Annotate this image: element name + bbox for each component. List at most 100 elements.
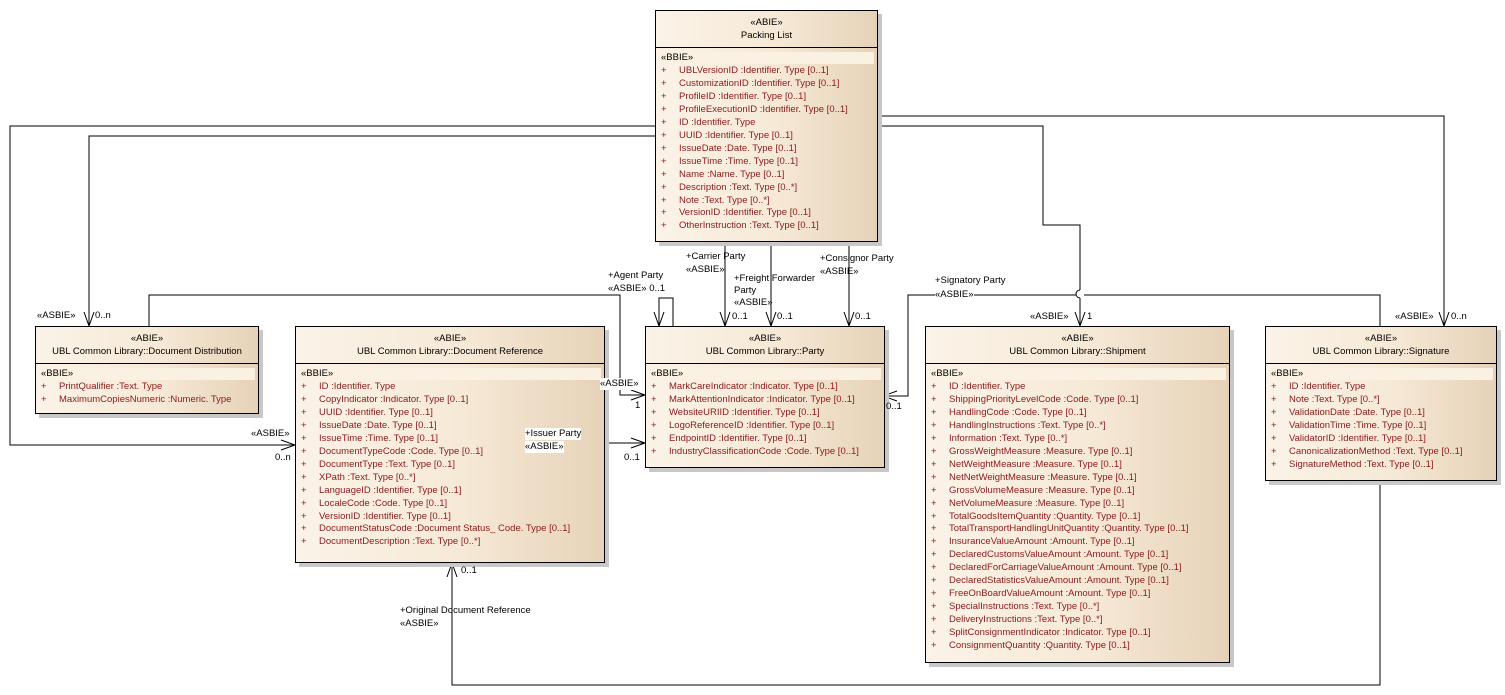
attribute-row[interactable]: +MaximumCopiesNumeric :Numeric. Type bbox=[39, 394, 255, 407]
attribute-row[interactable]: +HandlingCode :Code. Type [0..1] bbox=[929, 407, 1226, 420]
attribute-row[interactable]: +IssueTime :Time. Type [0..1] bbox=[299, 433, 601, 446]
attribute-row[interactable]: +DeclaredForCarriageValueAmount :Amount.… bbox=[929, 562, 1226, 575]
class-signature[interactable]: «ABIE» UBL Common Library::Signature «BB… bbox=[1265, 326, 1497, 481]
attribute-compartment: «BBIE» +MarkCareIndicator :Indicator. Ty… bbox=[646, 364, 884, 461]
visibility-public-icon: + bbox=[1271, 432, 1277, 444]
attribute-row[interactable]: +MarkAttentionIndicator :Indicator. Type… bbox=[649, 394, 881, 407]
visibility-public-icon: + bbox=[651, 419, 657, 431]
class-header: «ABIE» UBL Common Library::Shipment bbox=[926, 327, 1229, 364]
attribute-compartment: «BBIE» +PrintQualifier :Text. Type+Maxim… bbox=[36, 364, 258, 409]
visibility-public-icon: + bbox=[931, 640, 937, 652]
attribute-row[interactable]: +ID :Identifier. Type bbox=[299, 381, 601, 394]
attribute-text: IssueDate :Date. Type [0..1] bbox=[319, 419, 437, 431]
visibility-public-icon: + bbox=[931, 614, 937, 626]
attribute-row[interactable]: +LogoReferenceID :Identifier. Type [0..1… bbox=[649, 420, 881, 433]
attribute-row[interactable]: +NetVolumeMeasure :Measure. Type [0..1] bbox=[929, 498, 1226, 511]
attribute-row[interactable]: +Description :Text. Type [0..*] bbox=[659, 182, 874, 195]
label-consignor-party-role: +Consignor Party bbox=[820, 253, 894, 264]
class-party[interactable]: «ABIE» UBL Common Library::Party «BBIE» … bbox=[645, 326, 885, 468]
attribute-row[interactable]: +GrossVolumeMeasure :Measure. Type [0..1… bbox=[929, 485, 1226, 498]
attribute-row[interactable]: +NetNetWeightMeasure :Measure. Type [0..… bbox=[929, 472, 1226, 485]
attribute-row[interactable]: +UUID :Identifier. Type [0..1] bbox=[299, 407, 601, 420]
visibility-public-icon: + bbox=[661, 90, 667, 102]
attribute-row[interactable]: +ProfileExecutionID :Identifier. Type [0… bbox=[659, 104, 874, 117]
attribute-row[interactable]: +UBLVersionID :Identifier. Type [0..1] bbox=[659, 65, 874, 78]
attribute-row[interactable]: +IssueDate :Date. Type [0..1] bbox=[299, 420, 601, 433]
class-document-distribution[interactable]: «ABIE» UBL Common Library::Document Dist… bbox=[35, 326, 259, 414]
attribute-row[interactable]: +EndpointID :Identifier. Type [0..1] bbox=[649, 433, 881, 446]
label-agent-party-stereotype: «ASBIE» 0..1 bbox=[608, 283, 666, 294]
class-packing-list[interactable]: «ABIE» Packing List «BBIE» +UBLVersionID… bbox=[655, 10, 878, 242]
attribute-text: DeclaredCustomsValueAmount :Amount. Type… bbox=[949, 549, 1169, 561]
attribute-text: VersionID :Identifier. Type [0..1] bbox=[679, 207, 811, 219]
attribute-row[interactable]: +InsuranceValueAmount :Amount. Type [0..… bbox=[929, 536, 1226, 549]
attribute-row[interactable]: +MarkCareIndicator :Indicator. Type [0..… bbox=[649, 381, 881, 394]
attribute-row[interactable]: +ShippingPriorityLevelCode :Code. Type [… bbox=[929, 394, 1226, 407]
attribute-row[interactable]: +ProfileID :Identifier. Type [0..1] bbox=[659, 91, 874, 104]
attribute-row[interactable]: +DocumentStatusCode :Document Status_ Co… bbox=[299, 523, 601, 536]
attribute-row[interactable]: +SignatureMethod :Text. Type [0..1] bbox=[1269, 459, 1493, 472]
attribute-text: NetVolumeMeasure :Measure. Type [0..1] bbox=[949, 497, 1125, 509]
attribute-row[interactable]: +FreeOnBoardValueAmount :Amount. Type [0… bbox=[929, 588, 1226, 601]
attribute-row[interactable]: +HandlingInstructions :Text. Type [0..*] bbox=[929, 420, 1226, 433]
attribute-row[interactable]: +DeclaredStatisticsValueAmount :Amount. … bbox=[929, 575, 1226, 588]
attribute-row[interactable]: +SpecialInstructions :Text. Type [0..*] bbox=[929, 601, 1226, 614]
attribute-row[interactable]: +DocumentDescription :Text. Type [0..*] bbox=[299, 536, 601, 549]
attribute-row[interactable]: +PrintQualifier :Text. Type bbox=[39, 381, 255, 394]
attribute-text: ValidationTime :Time. Type [0..1] bbox=[1289, 419, 1427, 431]
attribute-row[interactable]: +GrossWeightMeasure :Measure. Type [0..1… bbox=[929, 446, 1226, 459]
attribute-row[interactable]: +CopyIndicator :Indicator. Type [0..1] bbox=[299, 394, 601, 407]
attribute-row[interactable]: +CustomizationID :Identifier. Type [0..1… bbox=[659, 78, 874, 91]
attribute-row[interactable]: +LocaleCode :Code. Type [0..1] bbox=[299, 498, 601, 511]
attribute-row[interactable]: +Information :Text. Type [0..*] bbox=[929, 433, 1226, 446]
attribute-row[interactable]: +ValidationDate :Date. Type [0..1] bbox=[1269, 407, 1493, 420]
attribute-text: CanonicalizationMethod :Text. Type [0..1… bbox=[1289, 445, 1463, 457]
attribute-row[interactable]: + DeliveryInstructions :Text. Type [0..*] bbox=[929, 614, 1226, 627]
attribute-row[interactable]: +Name :Name. Type [0..1] bbox=[659, 169, 874, 182]
attribute-text: DeliveryInstructions :Text. Type [0..*] bbox=[949, 614, 1103, 626]
class-name: UBL Common Library::Party bbox=[705, 346, 825, 357]
visibility-public-icon: + bbox=[301, 445, 307, 457]
attribute-row[interactable]: +ValidatorID :Identifier. Type [0..1] bbox=[1269, 433, 1493, 446]
attribute-row[interactable]: +DeclaredCustomsValueAmount :Amount. Typ… bbox=[929, 549, 1226, 562]
attribute-row[interactable]: +XPath :Text. Type [0..*] bbox=[299, 472, 601, 485]
attribute-row[interactable]: +ID :Identifier. Type bbox=[659, 117, 874, 130]
attribute-row[interactable]: +CanonicalizationMethod :Text. Type [0..… bbox=[1269, 446, 1493, 459]
attribute-row[interactable]: +ID :Identifier. Type bbox=[929, 381, 1226, 394]
attribute-row[interactable]: +IssueTime :Time. Type [0..1] bbox=[659, 156, 874, 169]
attribute-text: Note :Text. Type [0..*] bbox=[679, 194, 770, 206]
attribute-row[interactable]: +IssueDate :Date. Type [0..1] bbox=[659, 143, 874, 156]
attribute-row[interactable]: +VersionID :Identifier. Type [0..1] bbox=[659, 207, 874, 220]
attribute-row[interactable]: +ID :Identifier. Type bbox=[1269, 381, 1493, 394]
label-original-doc-ref-multiplicity: 0..1 bbox=[461, 565, 477, 576]
attribute-text: TotalGoodsItemQuantity :Quantity. Type [… bbox=[949, 510, 1141, 522]
label-carrier-party-multiplicity: 0..1 bbox=[732, 311, 748, 322]
attribute-row[interactable]: +OtherInstruction :Text. Type [0..1] bbox=[659, 220, 874, 233]
label-agent-party-role: +Agent Party bbox=[608, 270, 664, 281]
class-shipment[interactable]: «ABIE» UBL Common Library::Shipment «BBI… bbox=[925, 326, 1230, 663]
attribute-row[interactable]: +Note :Text. Type [0..*] bbox=[1269, 394, 1493, 407]
attribute-row[interactable]: +NetWeightMeasure :Measure. Type [0..1] bbox=[929, 459, 1226, 472]
class-stereotype: «ABIE» bbox=[130, 333, 164, 344]
attribute-row[interactable]: +ValidationTime :Time. Type [0..1] bbox=[1269, 420, 1493, 433]
attribute-text: IndustryClassificationCode :Code. Type [… bbox=[669, 445, 859, 457]
attribute-row[interactable]: +ConsignmentQuantity :Quantity. Type [0.… bbox=[929, 640, 1226, 653]
attribute-row[interactable]: +DocumentType :Text. Type [0..1] bbox=[299, 459, 601, 472]
attribute-row[interactable]: +UUID :Identifier. Type [0..1] bbox=[659, 130, 874, 143]
attribute-text: DocumentType :Text. Type [0..1] bbox=[319, 458, 456, 470]
attribute-text: SignatureMethod :Text. Type [0..1] bbox=[1289, 458, 1434, 470]
attribute-text: VersionID :Identifier. Type [0..1] bbox=[319, 510, 451, 522]
visibility-public-icon: + bbox=[301, 406, 307, 418]
label-party-left-multiplicity: 1 bbox=[635, 400, 641, 411]
attribute-row[interactable]: +VersionID :Identifier. Type [0..1] bbox=[299, 511, 601, 524]
attribute-row[interactable]: +WebsiteURIID :Identifier. Type [0..1] bbox=[649, 407, 881, 420]
attribute-row[interactable]: +IndustryClassificationCode :Code. Type … bbox=[649, 446, 881, 459]
attribute-row[interactable]: +Note :Text. Type [0..*] bbox=[659, 195, 874, 208]
attribute-row[interactable]: +TotalGoodsItemQuantity :Quantity. Type … bbox=[929, 511, 1226, 524]
attribute-row[interactable]: +SplitConsignmentIndicator :Indicator. T… bbox=[929, 627, 1226, 640]
attribute-text: IssueTime :Time. Type [0..1] bbox=[319, 432, 438, 444]
attribute-row[interactable]: +DocumentTypeCode :Code. Type [0..1] bbox=[299, 446, 601, 459]
attribute-row[interactable]: +TotalTransportHandlingUnitQuantity :Qua… bbox=[929, 523, 1226, 536]
attribute-row[interactable]: +LanguageID :Identifier. Type [0..1] bbox=[299, 485, 601, 498]
